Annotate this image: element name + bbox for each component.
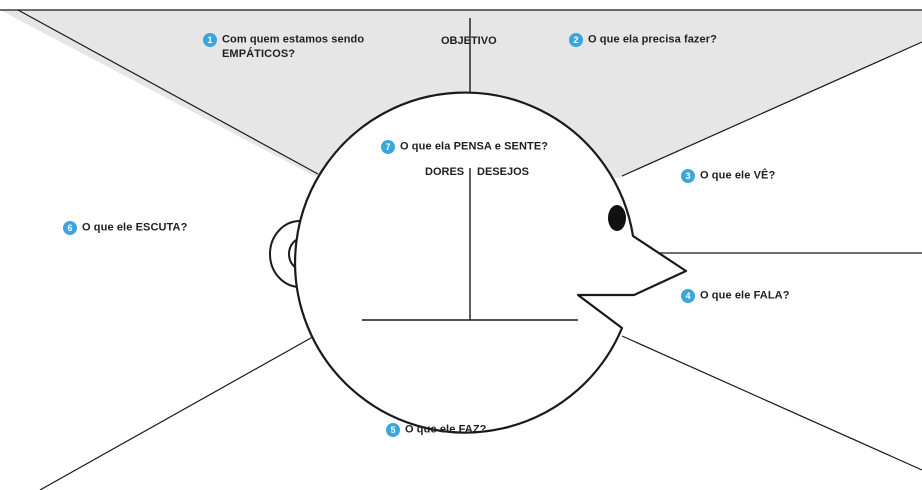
section-7-label: 7 O que ela PENSA e SENTE?	[381, 140, 548, 154]
section-1-label: 1 Com quem estamos sendo	[203, 33, 364, 47]
section-4-label: 4 O que ele FALA?	[681, 289, 790, 303]
section-7-badge: 7	[381, 140, 395, 154]
section-4-badge: 4	[681, 289, 695, 303]
section-1-line2-wrap: EMPÁTICOS?	[222, 48, 295, 61]
eye	[608, 205, 626, 231]
section-6-text: O que ele ESCUTA?	[82, 221, 188, 234]
section-6-badge: 6	[63, 221, 77, 235]
bottom-left-diagonal	[39, 333, 319, 490]
head-outline	[293, 91, 688, 434]
desires-label: DESEJOS	[477, 166, 529, 178]
section-3-label: 3 O que ele VÊ?	[681, 169, 775, 183]
section-5-text: O que ele FAZ?	[405, 423, 487, 436]
section-7-text: O que ela PENSA e SENTE?	[400, 140, 549, 153]
top-right-diagonal	[621, 41, 922, 177]
section-1-line2: EMPÁTICOS?	[222, 48, 296, 60]
pains-label: DORES	[425, 166, 465, 178]
section-1-badge: 1	[203, 33, 217, 47]
ear-outline	[269, 220, 301, 288]
section-1-line1: Com quem estamos sendo	[222, 33, 365, 46]
top-left-diagonal	[17, 9, 319, 175]
bottom-right-diagonal	[621, 335, 922, 471]
section-3-badge: 3	[681, 169, 695, 183]
section-2-badge: 2	[569, 33, 583, 47]
section-2-label: 2 O que ela precisa fazer?	[569, 33, 717, 47]
section-5-label: 5 O que ele FAZ?	[386, 423, 486, 437]
section-5-badge: 5	[386, 423, 400, 437]
objective-label: OBJETIVO	[441, 35, 497, 47]
section-6-label: 6 O que ele ESCUTA?	[63, 221, 187, 235]
section-2-text: O que ela precisa fazer?	[588, 33, 717, 46]
section-3-text: O que ele VÊ?	[700, 169, 776, 182]
section-4-text: O que ele FALA?	[700, 289, 790, 302]
